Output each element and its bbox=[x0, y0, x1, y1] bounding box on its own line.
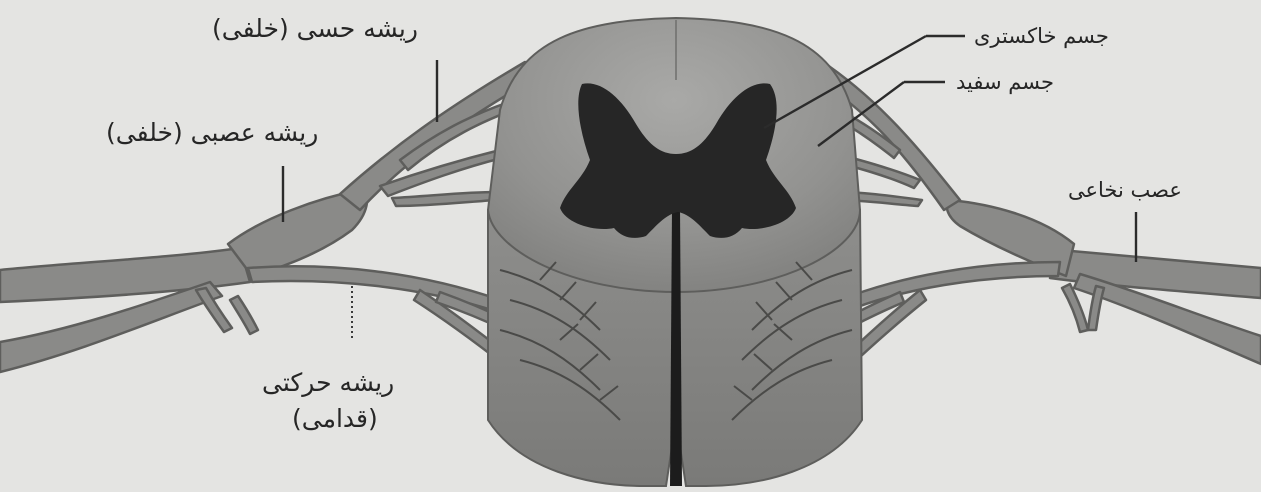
label-spinal-nerve: عصب نخاعی bbox=[1068, 176, 1182, 204]
label-gray-matter: جسم خاکستری bbox=[974, 22, 1109, 50]
spinal-cord bbox=[488, 18, 862, 486]
label-white-matter: جسم سفید bbox=[956, 68, 1054, 96]
ventral-median-fissure bbox=[670, 208, 682, 486]
label-dorsal-sensory-root: ریشه حسی (خلفی) bbox=[212, 12, 418, 46]
label-ventral-motor-root: ریشه حرکتی bbox=[262, 366, 394, 400]
left-dorsal-root-ganglion bbox=[228, 190, 367, 276]
label-dorsal-root-ganglion: ریشه عصبی (خلفی) bbox=[106, 116, 318, 150]
left-ramus-2 bbox=[230, 296, 258, 334]
label-ventral-motor-root-qualifier: (قدامی) bbox=[292, 402, 378, 436]
